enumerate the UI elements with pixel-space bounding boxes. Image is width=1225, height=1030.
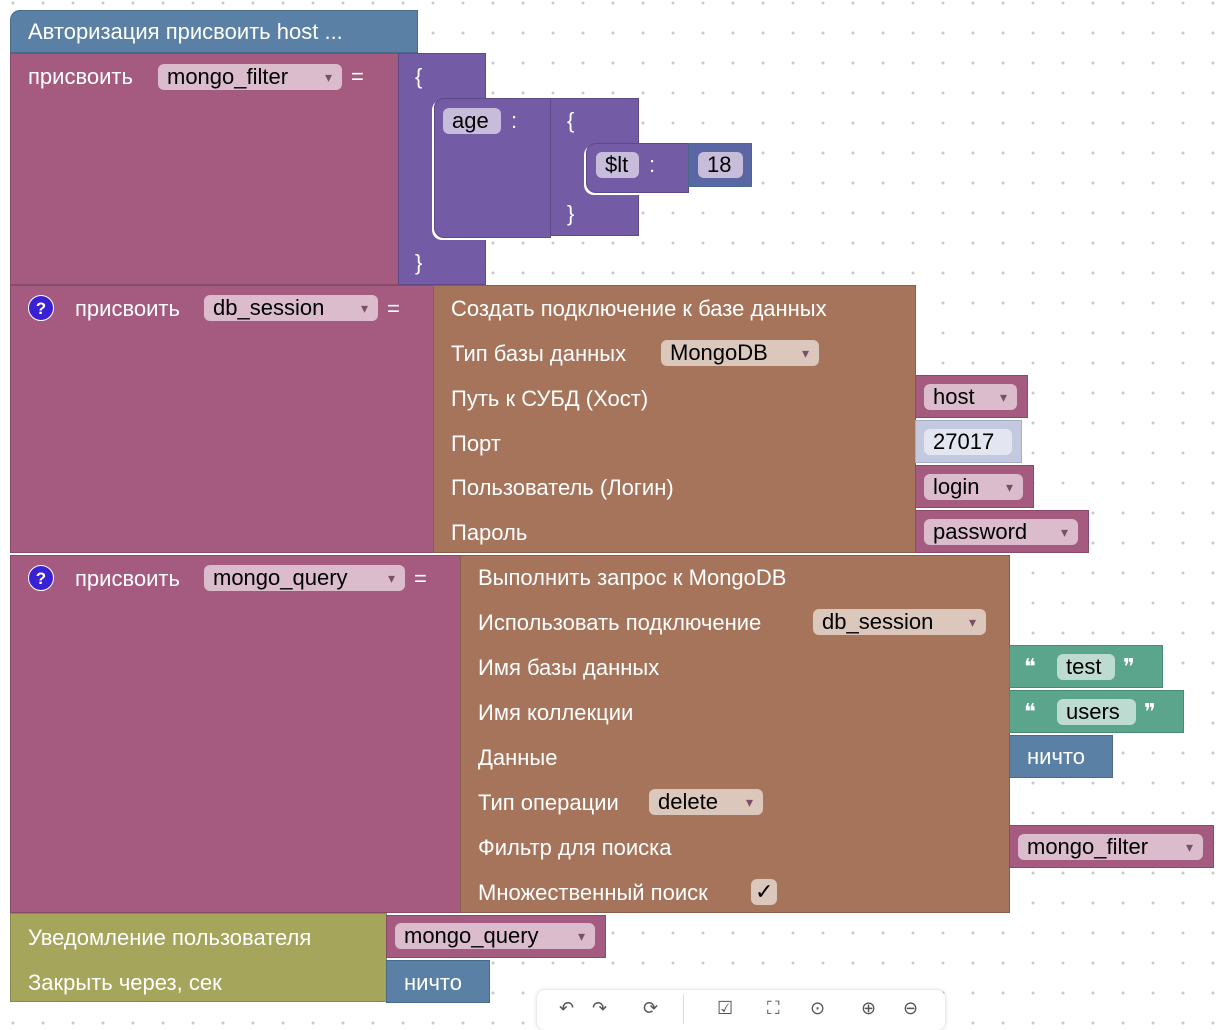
number-field[interactable]: 27017 (924, 429, 1012, 455)
mongo-query-block[interactable]: Выполнить запрос к MongoDB Использовать … (460, 555, 1010, 913)
data-label: Данные (478, 745, 558, 770)
toolbar-divider (683, 994, 684, 1024)
null-label: ничто (404, 970, 462, 995)
db-type-dropdown[interactable]: MongoDB (661, 340, 819, 366)
filter-label: Фильтр для поиска (478, 835, 672, 860)
variable-dropdown[interactable]: mongo_filter (1018, 834, 1203, 860)
help-icon[interactable]: ? (28, 565, 54, 591)
host-variable-block[interactable]: host (915, 375, 1028, 418)
variable-dropdown[interactable]: mongo_filter (158, 64, 342, 90)
multi-checkbox[interactable]: ✓ (751, 879, 777, 905)
history-icon[interactable]: ⟳ (643, 998, 659, 1018)
operation-label: Тип операции (478, 790, 619, 815)
operation-dropdown[interactable]: delete (649, 789, 763, 815)
set-label: присвоить (75, 566, 180, 591)
quote-close-icon: ❞ (1123, 654, 1135, 679)
login-variable-block[interactable]: login (915, 465, 1034, 508)
hat-title: Авторизация присвоить host ... (28, 19, 343, 44)
number-field[interactable]: 18 (698, 152, 743, 178)
text-block-collection[interactable]: ❝ users ❞ (1009, 690, 1184, 733)
variable-dropdown[interactable]: host (924, 384, 1017, 410)
variable-dropdown[interactable]: password (924, 519, 1078, 545)
undo-icon[interactable]: ↶ (559, 998, 575, 1018)
text-field[interactable]: test (1057, 654, 1115, 680)
variable-dropdown[interactable]: mongo_query (395, 923, 595, 949)
password-variable-block[interactable]: password (915, 510, 1089, 553)
null-block[interactable]: ничто (386, 960, 490, 1003)
port-label: Порт (451, 431, 501, 456)
help-icon[interactable]: ? (28, 295, 54, 321)
create-connection-block[interactable]: Создать подключение к базе данных Тип ба… (433, 285, 916, 553)
open-brace: { (567, 108, 575, 133)
quote-close-icon: ❞ (1144, 699, 1156, 724)
hat-block[interactable]: Авторизация присвоить host ... (10, 10, 418, 53)
block-title: Выполнить запрос к MongoDB (478, 565, 787, 590)
number-block[interactable]: 18 (688, 143, 752, 187)
text-block-db[interactable]: ❝ test ❞ (1009, 645, 1163, 688)
set-db-session-block[interactable]: ? присвоить db_session = (10, 285, 434, 553)
variable-dropdown[interactable]: mongo_query (204, 565, 405, 591)
text-field[interactable]: users (1057, 699, 1136, 725)
host-label: Путь к СУБД (Хост) (451, 386, 649, 411)
set-label: присвоить (75, 296, 180, 321)
filter-variable-block[interactable]: mongo_filter (1009, 825, 1214, 868)
equals-label: = (351, 64, 364, 89)
set-mongo-query-block[interactable]: ? присвоить mongo_query = (10, 555, 461, 913)
notify-block[interactable]: Уведомление пользователя Закрыть через, … (10, 913, 387, 1002)
set-mongo-filter-block[interactable]: присвоить mongo_filter = (10, 53, 399, 285)
key-value-pair-block[interactable]: age : (434, 98, 551, 238)
zoom-out-icon[interactable]: ⊖ (903, 998, 919, 1018)
close-brace: } (415, 250, 423, 275)
colon: : (649, 152, 656, 177)
multi-label: Множественный поиск (478, 880, 708, 905)
db-name-label: Имя базы данных (478, 655, 660, 680)
quote-open-icon: ❝ (1024, 654, 1036, 679)
null-block[interactable]: ничто (1009, 735, 1113, 778)
zoom-in-icon[interactable]: ⊕ (861, 998, 877, 1018)
key-field[interactable]: age (443, 108, 501, 134)
key-field[interactable]: $lt (596, 152, 639, 178)
equals-label: = (414, 566, 427, 591)
null-label: ничто (1027, 744, 1085, 769)
variable-dropdown[interactable]: db_session (204, 295, 378, 321)
set-label: присвоить (28, 64, 133, 89)
colon: : (511, 108, 518, 133)
collection-label: Имя коллекции (478, 700, 634, 725)
fullscreen-icon[interactable]: ⛶ (767, 998, 780, 1018)
variable-dropdown[interactable]: login (924, 474, 1023, 500)
notify-variable-block[interactable]: mongo_query (386, 915, 606, 958)
redo-icon[interactable]: ↷ (592, 998, 608, 1018)
password-label: Пароль (451, 520, 528, 545)
workspace-toolbar: ↶ ↷ ⟳ ☑ ⛶ ⊙ ⊕ ⊖ (537, 990, 945, 1030)
user-label: Пользователь (Логин) (451, 475, 674, 500)
inner-pair-block[interactable]: $lt : (586, 143, 689, 193)
check-icon[interactable]: ☑ (717, 998, 734, 1018)
equals-label: = (387, 296, 400, 321)
close-label: Закрыть через, сек (28, 970, 222, 995)
db-type-label: Тип базы данных (451, 341, 627, 366)
close-brace: } (567, 201, 575, 226)
quote-open-icon: ❝ (1024, 699, 1036, 724)
block-title: Создать подключение к базе данных (451, 296, 827, 321)
center-icon[interactable]: ⊙ (810, 998, 826, 1018)
notify-label: Уведомление пользователя (28, 925, 312, 950)
open-brace: { (415, 64, 423, 89)
connection-label: Использовать подключение (478, 610, 762, 635)
connection-dropdown[interactable]: db_session (813, 609, 986, 635)
port-number-block[interactable]: 27017 (915, 420, 1022, 463)
